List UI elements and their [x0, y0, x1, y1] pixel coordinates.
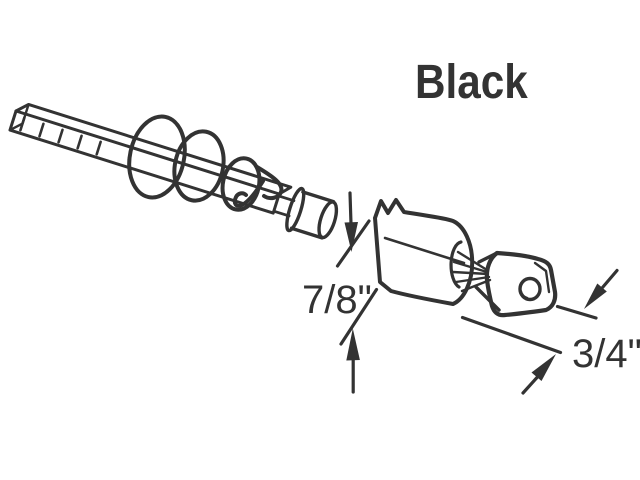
key [451, 250, 558, 318]
rod-flange [285, 186, 306, 233]
coil-spring [127, 114, 284, 212]
rod-front-face [8, 109, 281, 215]
rod-plug-body [289, 190, 336, 240]
height-arrow-up-head [346, 328, 360, 361]
cylinder-core-arc [449, 240, 463, 289]
height-extension-line-bottom [339, 287, 379, 346]
spring-loop-1 [127, 114, 187, 200]
rod-top-face [14, 102, 293, 196]
spring-tail-hook [232, 179, 265, 208]
housing-outline [373, 198, 475, 306]
spring-tail-over [255, 165, 284, 201]
height-arrow-down-head [344, 222, 358, 252]
width-arrow-upright-head [531, 354, 556, 381]
rod-plug-end [317, 200, 339, 240]
key-head-bevel-line [533, 261, 551, 294]
width-arrow-downleft-shaft [600, 268, 619, 290]
height-arrow-down-shaft [348, 191, 353, 226]
height-extension-line-top [335, 219, 371, 268]
width-dimension-label: 3/4" [572, 332, 640, 376]
lock-cylinder-housing [373, 198, 475, 306]
rod-notch-marks [19, 116, 102, 156]
key-hole [518, 276, 542, 302]
width-extension-line-long [460, 315, 563, 355]
width-arrow-upright-shaft [521, 375, 539, 395]
width-arrow-downleft-head [584, 283, 607, 309]
width-dimension-marks [460, 268, 619, 395]
height-dimension-label: 7/8" [302, 278, 372, 322]
lock-bolt-rod [8, 102, 339, 240]
height-dimension-marks [335, 191, 379, 394]
width-extension-line-short [555, 304, 598, 320]
finish-color-label: Black [415, 56, 528, 109]
key-head-outline [484, 250, 558, 318]
key-hole-shading-arc [520, 290, 529, 299]
spring-loop-2 [172, 129, 226, 203]
